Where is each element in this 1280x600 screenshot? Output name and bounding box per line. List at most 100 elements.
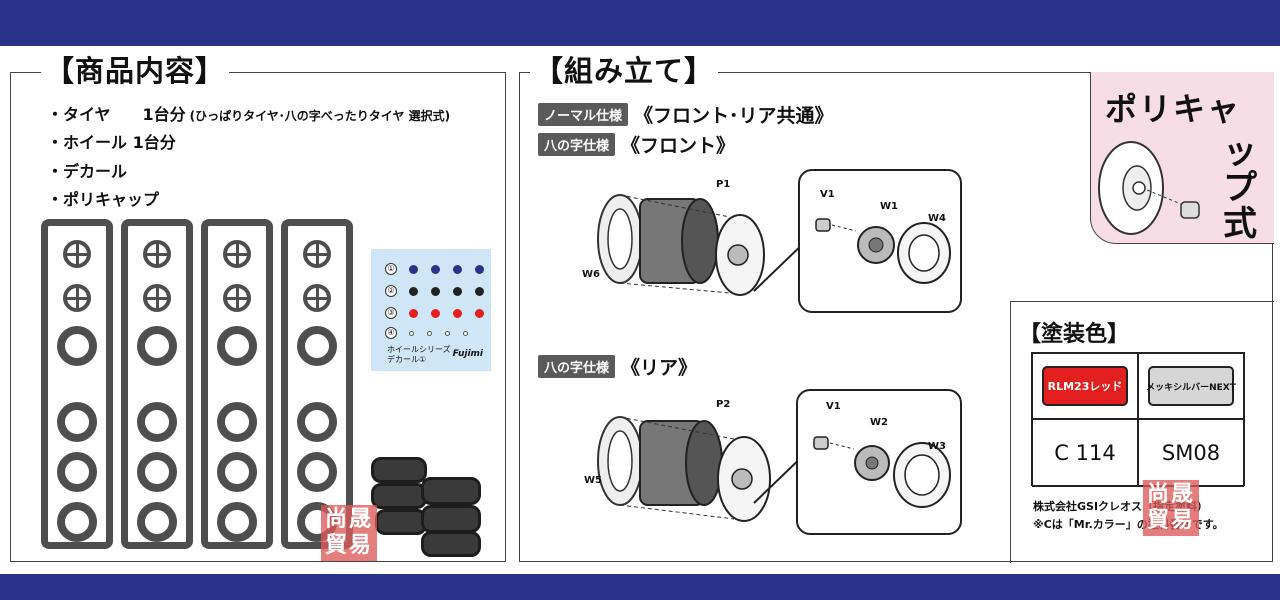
polycap-title-vertical: ップ式 bbox=[1223, 132, 1257, 244]
rim-ring bbox=[217, 326, 257, 366]
paint-chip-silver: メッキシルバーNEXT bbox=[1146, 366, 1236, 406]
decal-badge-icon bbox=[431, 286, 440, 296]
wheel-hub bbox=[731, 468, 753, 490]
guide-line bbox=[619, 416, 735, 440]
decal-badge-icon bbox=[409, 264, 418, 274]
tire bbox=[371, 483, 427, 509]
spec-hachi-rear: 八の字仕様 《リア》 bbox=[538, 353, 697, 380]
outer-rim-inner bbox=[607, 208, 633, 270]
rear-detail-box: V1 W2 W3 bbox=[796, 389, 962, 535]
polycap-callout: ポリキャ ップ式 bbox=[1090, 72, 1274, 244]
decal-badge-icon bbox=[409, 308, 418, 318]
front-detail-diagram bbox=[815, 218, 951, 284]
spec-hachi-front: 八の字仕様 《フロント》 bbox=[538, 131, 735, 158]
rim-ring bbox=[57, 502, 97, 542]
decal-logo: Fujimi bbox=[452, 349, 483, 359]
spec-normal: ノーマル仕様 《フロント･リア共通》 bbox=[538, 101, 834, 128]
contents-panel: 【商品内容】 ・タイヤ 1台分(ひっぱりタイヤ･八の字べったりタイヤ 選択式) … bbox=[10, 54, 506, 562]
tire bbox=[375, 509, 427, 535]
assembly-title: 【組み立て】 bbox=[530, 54, 719, 88]
contents-title: 【商品内容】 bbox=[41, 54, 230, 88]
paint-cell: SM08 bbox=[1138, 419, 1244, 487]
tire bbox=[371, 457, 427, 483]
decal-row: ② bbox=[385, 285, 497, 297]
rim-ring bbox=[137, 402, 177, 442]
bottom-band bbox=[0, 574, 1280, 600]
label-p1: P1 bbox=[716, 179, 731, 190]
polycap-title: ポリキャ bbox=[1105, 90, 1242, 128]
paint-title: 【塗装色】 bbox=[1019, 322, 1130, 347]
tire bbox=[421, 505, 481, 533]
rim-ring bbox=[57, 402, 97, 442]
rim-ring bbox=[297, 402, 337, 442]
item-polycap: ・ポリキャップ bbox=[47, 190, 160, 209]
front-assembly-diagram bbox=[597, 194, 765, 296]
front-detail-box: V1 W1 W4 bbox=[798, 169, 962, 313]
paint-code: C 114 bbox=[1054, 441, 1116, 465]
tire bbox=[421, 531, 481, 557]
polycap-v1 bbox=[813, 436, 829, 450]
guide-line bbox=[829, 442, 855, 450]
decal-caption: ホイールシリーズ デカール① bbox=[387, 345, 451, 364]
decal-badge-icon bbox=[453, 308, 462, 318]
decal-badge-icon bbox=[475, 308, 484, 318]
rim-ring bbox=[137, 502, 177, 542]
wheel-part bbox=[223, 284, 251, 312]
decal-sheet: ① ② ③ ④ ホイールシリーズ デ bbox=[371, 249, 491, 371]
guide-line bbox=[619, 282, 731, 294]
hub-center bbox=[865, 456, 879, 470]
decal-badge-icon bbox=[431, 264, 440, 274]
decal-badge-icon bbox=[453, 264, 462, 274]
hub-center bbox=[868, 237, 884, 253]
wheel-part bbox=[143, 240, 171, 268]
rim-ring bbox=[57, 452, 97, 492]
decal-badge-icon bbox=[475, 286, 484, 296]
rear-detail-diagram bbox=[813, 436, 951, 508]
label-p2: P2 bbox=[716, 399, 731, 410]
label-v1: V1 bbox=[826, 401, 841, 412]
label-w4: W4 bbox=[928, 213, 946, 224]
polycap-diagram bbox=[1098, 141, 1200, 235]
watermark-stamp: 尚晟貿易 bbox=[321, 505, 377, 561]
decal-mark-icon bbox=[445, 330, 450, 336]
tire bbox=[421, 477, 481, 505]
paint-section: 【塗装色】 RLM23レッド メッキシルバーNEXT C 114 SM08 株式… bbox=[1010, 301, 1274, 563]
item-wheel: ・ホイール 1台分 bbox=[47, 133, 176, 152]
label-w5: W5 bbox=[584, 475, 602, 486]
wheel-part bbox=[223, 240, 251, 268]
paint-table: RLM23レッド メッキシルバーNEXT C 114 SM08 bbox=[1031, 352, 1245, 487]
assembly-panel: 【組み立て】 ノーマル仕様 《フロント･リア共通》 八の字仕様 《フロント》 八… bbox=[519, 54, 1274, 563]
decal-row: ④ bbox=[385, 327, 481, 339]
wheel-part bbox=[63, 284, 91, 312]
wheel-part bbox=[303, 240, 331, 268]
rim-ring bbox=[137, 452, 177, 492]
rear-assembly-diagram bbox=[597, 416, 771, 522]
decal-row: ① bbox=[385, 263, 497, 275]
outer-rim-inner bbox=[607, 430, 633, 492]
guide-line bbox=[619, 504, 735, 520]
watermark-stamp: 尚晟貿易 bbox=[1143, 480, 1199, 536]
decal-mark-icon bbox=[427, 330, 432, 336]
top-band bbox=[0, 0, 1280, 46]
wheel-part bbox=[303, 284, 331, 312]
decal-badge-icon bbox=[431, 308, 440, 318]
rim-ring bbox=[297, 452, 337, 492]
label-w1: W1 bbox=[880, 201, 898, 212]
polycap-part bbox=[1180, 201, 1200, 219]
rim-inner bbox=[904, 454, 940, 496]
decal-badge-icon bbox=[475, 264, 484, 274]
guide-line bbox=[1146, 189, 1182, 205]
wheel-part bbox=[63, 240, 91, 268]
label-w3: W3 bbox=[928, 441, 946, 452]
label-w2: W2 bbox=[870, 417, 888, 428]
paint-code: SM08 bbox=[1161, 441, 1221, 465]
rim-inner bbox=[908, 234, 940, 272]
paint-cell: メッキシルバーNEXT bbox=[1138, 353, 1244, 419]
item-tire: ・タイヤ 1台分(ひっぱりタイヤ･八の字べったりタイヤ 選択式) bbox=[47, 105, 451, 124]
decal-badge-icon bbox=[409, 286, 418, 296]
rim-ring bbox=[297, 326, 337, 366]
rim-ring bbox=[137, 326, 177, 366]
wheel-hub bbox=[727, 244, 749, 266]
wheel-runner bbox=[281, 219, 353, 549]
decal-mark-icon bbox=[409, 330, 414, 336]
